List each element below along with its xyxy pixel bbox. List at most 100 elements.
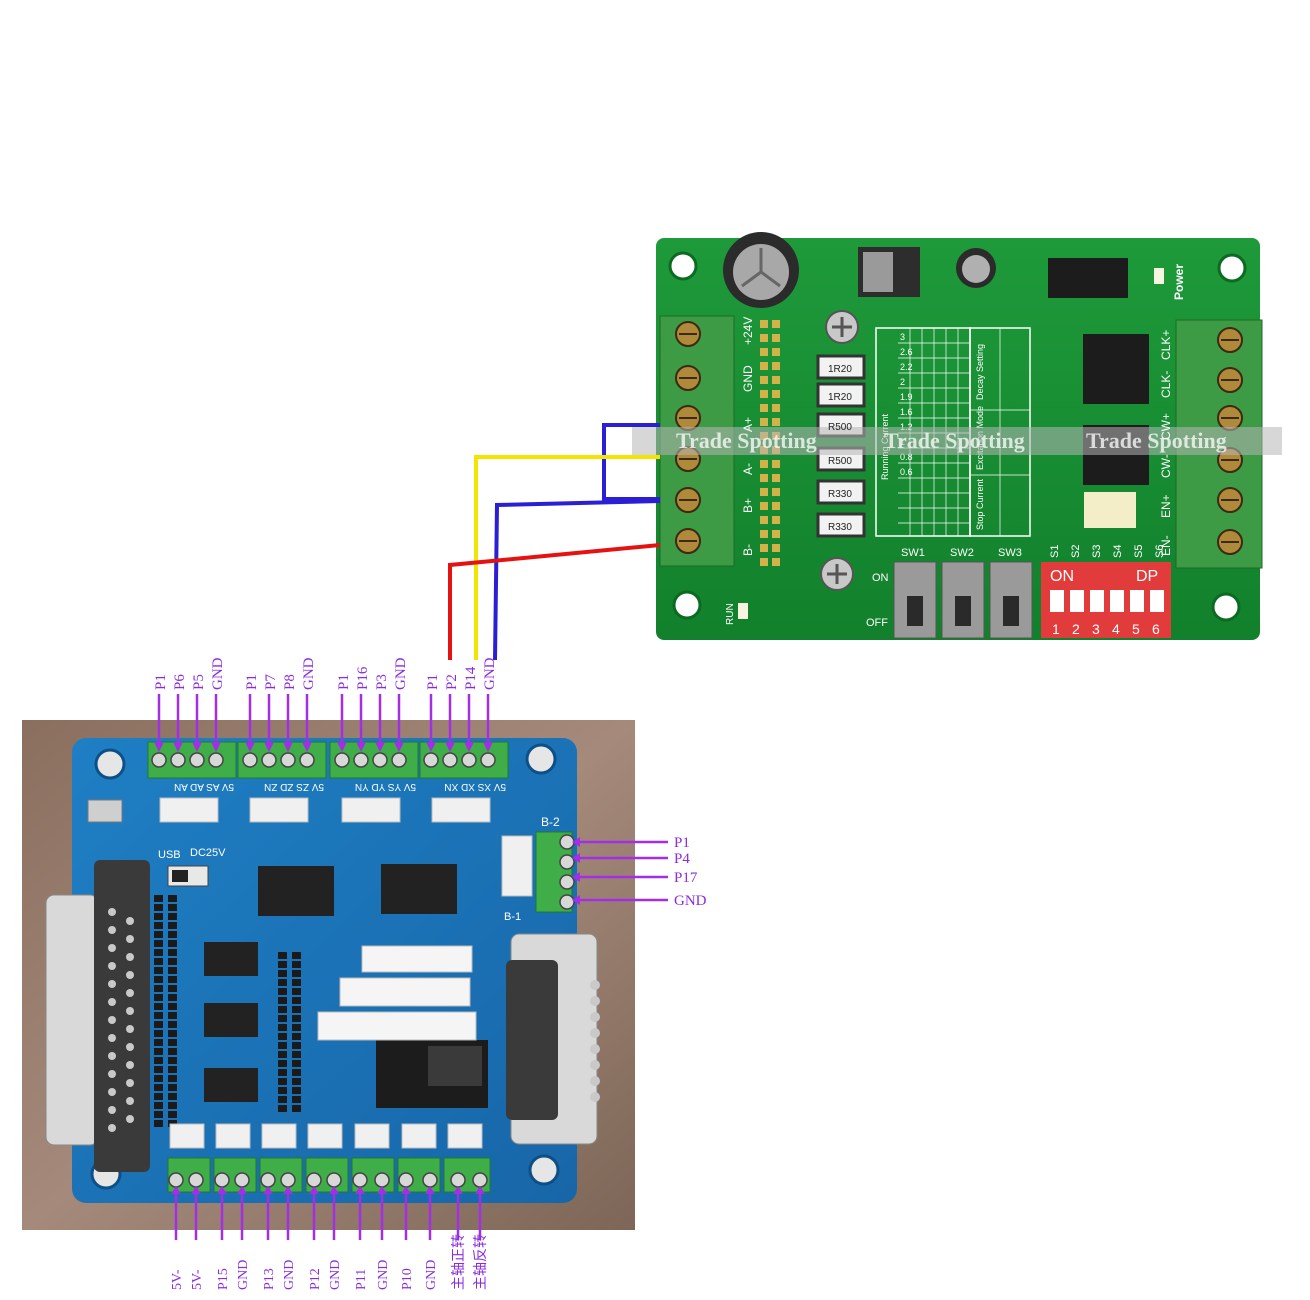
db25-connector[interactable] xyxy=(45,894,99,1146)
dip-key[interactable] xyxy=(1150,590,1164,612)
terminal-screw xyxy=(188,1172,204,1188)
header-pin xyxy=(760,334,768,342)
side-pin-label: P17 xyxy=(674,870,698,886)
header-pin xyxy=(772,418,780,426)
resistor xyxy=(816,479,866,505)
header-pin xyxy=(760,376,768,384)
white-connector xyxy=(401,1123,437,1149)
terminal-screw xyxy=(334,752,350,768)
ribbon-connector xyxy=(361,945,473,973)
bottom-pin-label: P10 xyxy=(400,1268,415,1290)
optocoupler xyxy=(1083,334,1149,404)
table-header-decay: Decay Setting xyxy=(975,344,985,400)
on-label: ON xyxy=(872,572,889,584)
terminal-screw xyxy=(480,752,496,768)
terminal-label-24v: +24V xyxy=(741,317,755,345)
resistor-label: R500 xyxy=(828,456,852,467)
bottom-pin-label: 5V- xyxy=(170,1269,185,1290)
terminal-screw xyxy=(168,1172,184,1188)
header-pin xyxy=(760,362,768,370)
terminal-screw xyxy=(151,752,167,768)
dip-switch-name: S2 xyxy=(1070,545,1082,558)
wiring xyxy=(448,423,661,661)
watermark-band xyxy=(632,427,1282,455)
dip-key[interactable] xyxy=(1110,590,1124,612)
header-pin xyxy=(772,488,780,496)
dip-key[interactable] xyxy=(1090,590,1104,612)
terminal-screw xyxy=(352,1172,368,1188)
terminal-label-clk-plus: CLK+ xyxy=(1159,330,1173,360)
dip-number: 3 xyxy=(1092,621,1100,637)
dip-switch-name: S5 xyxy=(1133,545,1145,558)
mount-hole xyxy=(672,590,702,620)
white-connector xyxy=(431,797,491,823)
ic-chip xyxy=(204,1003,258,1037)
top-pin-label: P1 xyxy=(153,674,169,690)
dip-number: 1 xyxy=(1052,621,1060,637)
header-pin xyxy=(772,334,780,342)
resistor-label: R330 xyxy=(828,522,852,533)
header-pin xyxy=(760,404,768,412)
bottom-pin-label: 主轴正转 xyxy=(451,1234,467,1290)
current-value: 3 xyxy=(900,332,905,342)
usb-port[interactable] xyxy=(87,799,123,823)
b2-label: B-2 xyxy=(541,815,560,829)
terminal-label-en-minus: EN- xyxy=(1159,535,1173,556)
header-pin xyxy=(760,488,768,496)
axis-silk-label: 5V ZS ZD ZN xyxy=(264,781,324,792)
side-pin-label: GND xyxy=(674,893,707,909)
white-connector xyxy=(307,1123,343,1149)
switch-label-sw1: SW1 xyxy=(901,547,925,559)
mount-hole xyxy=(1211,592,1241,622)
table-header-stop-current: Stop Current xyxy=(975,478,985,530)
dip-switch-name: S4 xyxy=(1112,545,1124,558)
current-value: 2.6 xyxy=(900,347,913,357)
top-pin-label: P16 xyxy=(355,666,371,690)
top-pin-label: P2 xyxy=(444,674,460,690)
dip-key[interactable] xyxy=(1070,590,1084,612)
terminal-screw xyxy=(461,752,477,768)
switch-label-sw3: SW3 xyxy=(998,547,1022,559)
header-pin xyxy=(760,474,768,482)
dip-key[interactable] xyxy=(1050,590,1064,612)
wire-red xyxy=(448,543,661,660)
ic-chip xyxy=(381,864,457,914)
bottom-pin-label: P15 xyxy=(216,1268,231,1290)
bottom-pin-label: GND xyxy=(376,1260,391,1290)
dip-switch-name: S1 xyxy=(1049,545,1061,558)
ribbon-connector xyxy=(339,977,471,1007)
mount-hole xyxy=(525,743,557,775)
bottom-pin-label: P13 xyxy=(262,1268,277,1290)
dip-number: 6 xyxy=(1152,621,1160,637)
terminal-label-b-minus: B- xyxy=(741,544,755,556)
terminal-label-cw-minus: CW- xyxy=(1159,454,1173,478)
terminal-screw xyxy=(559,894,575,910)
top-pin-label: GND xyxy=(210,657,226,690)
off-label: OFF xyxy=(866,617,888,629)
header-pin xyxy=(760,418,768,426)
terminal-screw xyxy=(280,1172,296,1188)
dip-key[interactable] xyxy=(1130,590,1144,612)
top-pin-label: P6 xyxy=(172,674,188,690)
terminal-screw xyxy=(559,874,575,890)
bottom-pin-label: GND xyxy=(328,1260,343,1290)
header-pin xyxy=(760,460,768,468)
terminal-screw xyxy=(391,752,407,768)
top-pin-label: GND xyxy=(393,657,409,690)
wire-yellow xyxy=(474,455,660,660)
terminal-label-gnd: GND xyxy=(741,365,755,392)
dip-title-dp: DP xyxy=(1136,568,1158,585)
ic-chip xyxy=(204,1068,258,1102)
driver-ic xyxy=(1048,258,1128,298)
header-pin xyxy=(772,530,780,538)
header-pin xyxy=(760,558,768,566)
axis-silk-label: 5V YS YD YN xyxy=(355,781,416,792)
white-connector xyxy=(249,797,309,823)
terminal-label-en-plus: EN+ xyxy=(1159,494,1173,518)
resistor-label: 1R20 xyxy=(828,392,852,403)
switch-label-sw2: SW2 xyxy=(950,547,974,559)
header-pin xyxy=(760,530,768,538)
header-pin xyxy=(772,390,780,398)
top-pin-label: P7 xyxy=(263,674,279,690)
header-pin xyxy=(772,516,780,524)
